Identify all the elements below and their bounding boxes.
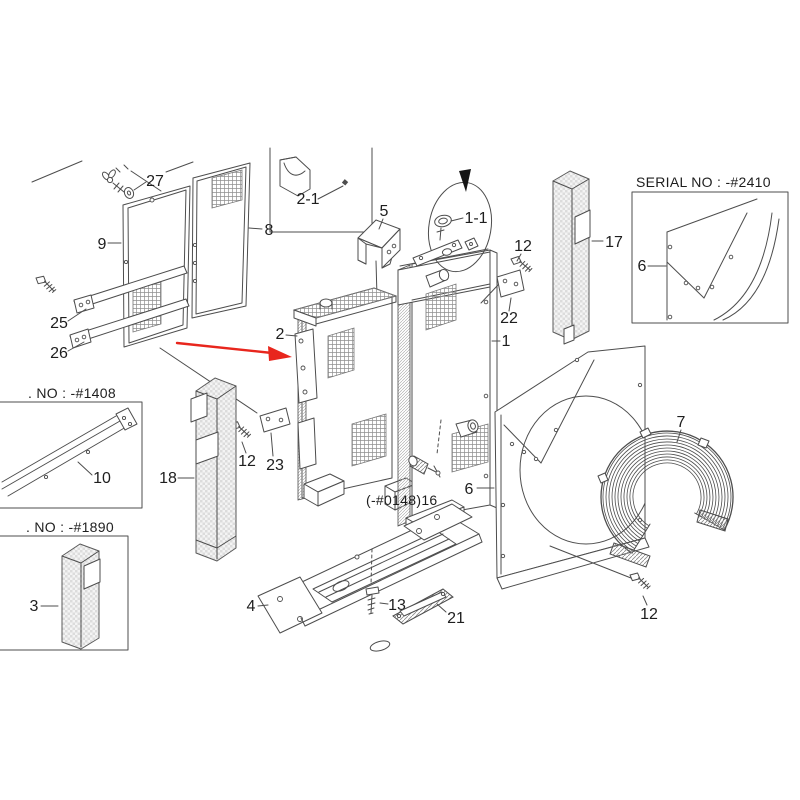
leader-2 bbox=[285, 334, 298, 337]
label-12-mid: 12 bbox=[238, 453, 256, 470]
serial-box-1408: . NO : -#1408 10 bbox=[0, 385, 143, 509]
label-2-1: 2-1 bbox=[296, 191, 319, 208]
label-7: 7 bbox=[677, 414, 686, 431]
mount-rail-26 bbox=[69, 298, 190, 349]
label-18: 18 bbox=[159, 470, 177, 487]
bolt-13 bbox=[365, 548, 380, 615]
label-22: 22 bbox=[500, 310, 518, 327]
label-12-top: 12 bbox=[514, 238, 532, 255]
red-pointer-arrow bbox=[175, 341, 292, 361]
label-9: 9 bbox=[98, 236, 107, 253]
detail-balloon-1-1 bbox=[412, 169, 493, 273]
seal-strip-17 bbox=[552, 170, 591, 345]
label-3: 3 bbox=[30, 598, 39, 615]
label-26: 26 bbox=[50, 345, 68, 362]
label-1: 1 bbox=[502, 333, 511, 350]
label-6-box: 6 bbox=[638, 258, 647, 275]
wing-bolt-27 bbox=[101, 169, 147, 199]
label-13: 13 bbox=[388, 597, 406, 614]
slotted-strip-21 bbox=[392, 588, 454, 625]
mount-rail-25 bbox=[33, 265, 188, 314]
leader-4 bbox=[257, 604, 269, 607]
leader-26 bbox=[67, 341, 85, 352]
serial-1890-title: . NO : -#1890 bbox=[26, 519, 114, 535]
leader-21 bbox=[436, 603, 447, 613]
leader-12-bottom-long bbox=[549, 545, 632, 579]
leader-7 bbox=[676, 429, 682, 443]
label-16-range: (-#0148)16 bbox=[366, 492, 438, 508]
fan-guard-7 bbox=[597, 427, 734, 568]
leader-8 bbox=[248, 227, 263, 230]
pointer-arrow-black bbox=[459, 169, 471, 192]
grille-panel-8 bbox=[191, 162, 251, 319]
label-10: 10 bbox=[93, 470, 111, 487]
label-1-1: 1-1 bbox=[464, 210, 487, 227]
label-27: 27 bbox=[146, 173, 164, 190]
label-25: 25 bbox=[50, 315, 68, 332]
base-plate-4 bbox=[257, 503, 483, 652]
label-6-main: 6 bbox=[465, 481, 474, 498]
leader-12-bottom bbox=[642, 595, 648, 606]
serial-1408-title: . NO : -#1408 bbox=[28, 385, 116, 401]
frame-10 bbox=[1, 407, 138, 497]
plate-23 bbox=[259, 407, 291, 457]
label-2: 2 bbox=[276, 326, 285, 343]
seal-strip-18 bbox=[190, 377, 237, 562]
label-5: 5 bbox=[380, 203, 389, 220]
inset-box-2-1: 2-1 bbox=[269, 147, 373, 233]
cutoff-edge-lines bbox=[31, 160, 194, 192]
label-23: 23 bbox=[266, 457, 284, 474]
label-12-bottom: 12 bbox=[640, 606, 658, 623]
serial-2410-title: SERIAL NO : -#2410 bbox=[636, 174, 771, 190]
radiator-1 bbox=[397, 248, 498, 534]
seal-strip-3 bbox=[61, 543, 101, 650]
label-17: 17 bbox=[605, 234, 623, 251]
label-21: 21 bbox=[447, 610, 465, 627]
bolt-12-bottom bbox=[627, 571, 653, 590]
plate-22 bbox=[480, 269, 525, 312]
leader-13 bbox=[379, 602, 389, 605]
serial-box-1890: . NO : -#1890 3 bbox=[0, 519, 129, 651]
drain-valve-16 bbox=[408, 419, 442, 478]
serial-box-2410: SERIAL NO : -#2410 6 bbox=[631, 174, 789, 324]
bolt-12-top bbox=[509, 255, 534, 273]
leader-12-mid bbox=[241, 441, 247, 454]
label-8: 8 bbox=[265, 222, 274, 239]
leader-25 bbox=[67, 308, 87, 322]
leader-12-top bbox=[516, 253, 522, 262]
label-4: 4 bbox=[247, 598, 256, 615]
oil-cooler-2 bbox=[292, 287, 417, 511]
assembly-line bbox=[159, 347, 258, 414]
bracket-5 bbox=[357, 218, 401, 298]
